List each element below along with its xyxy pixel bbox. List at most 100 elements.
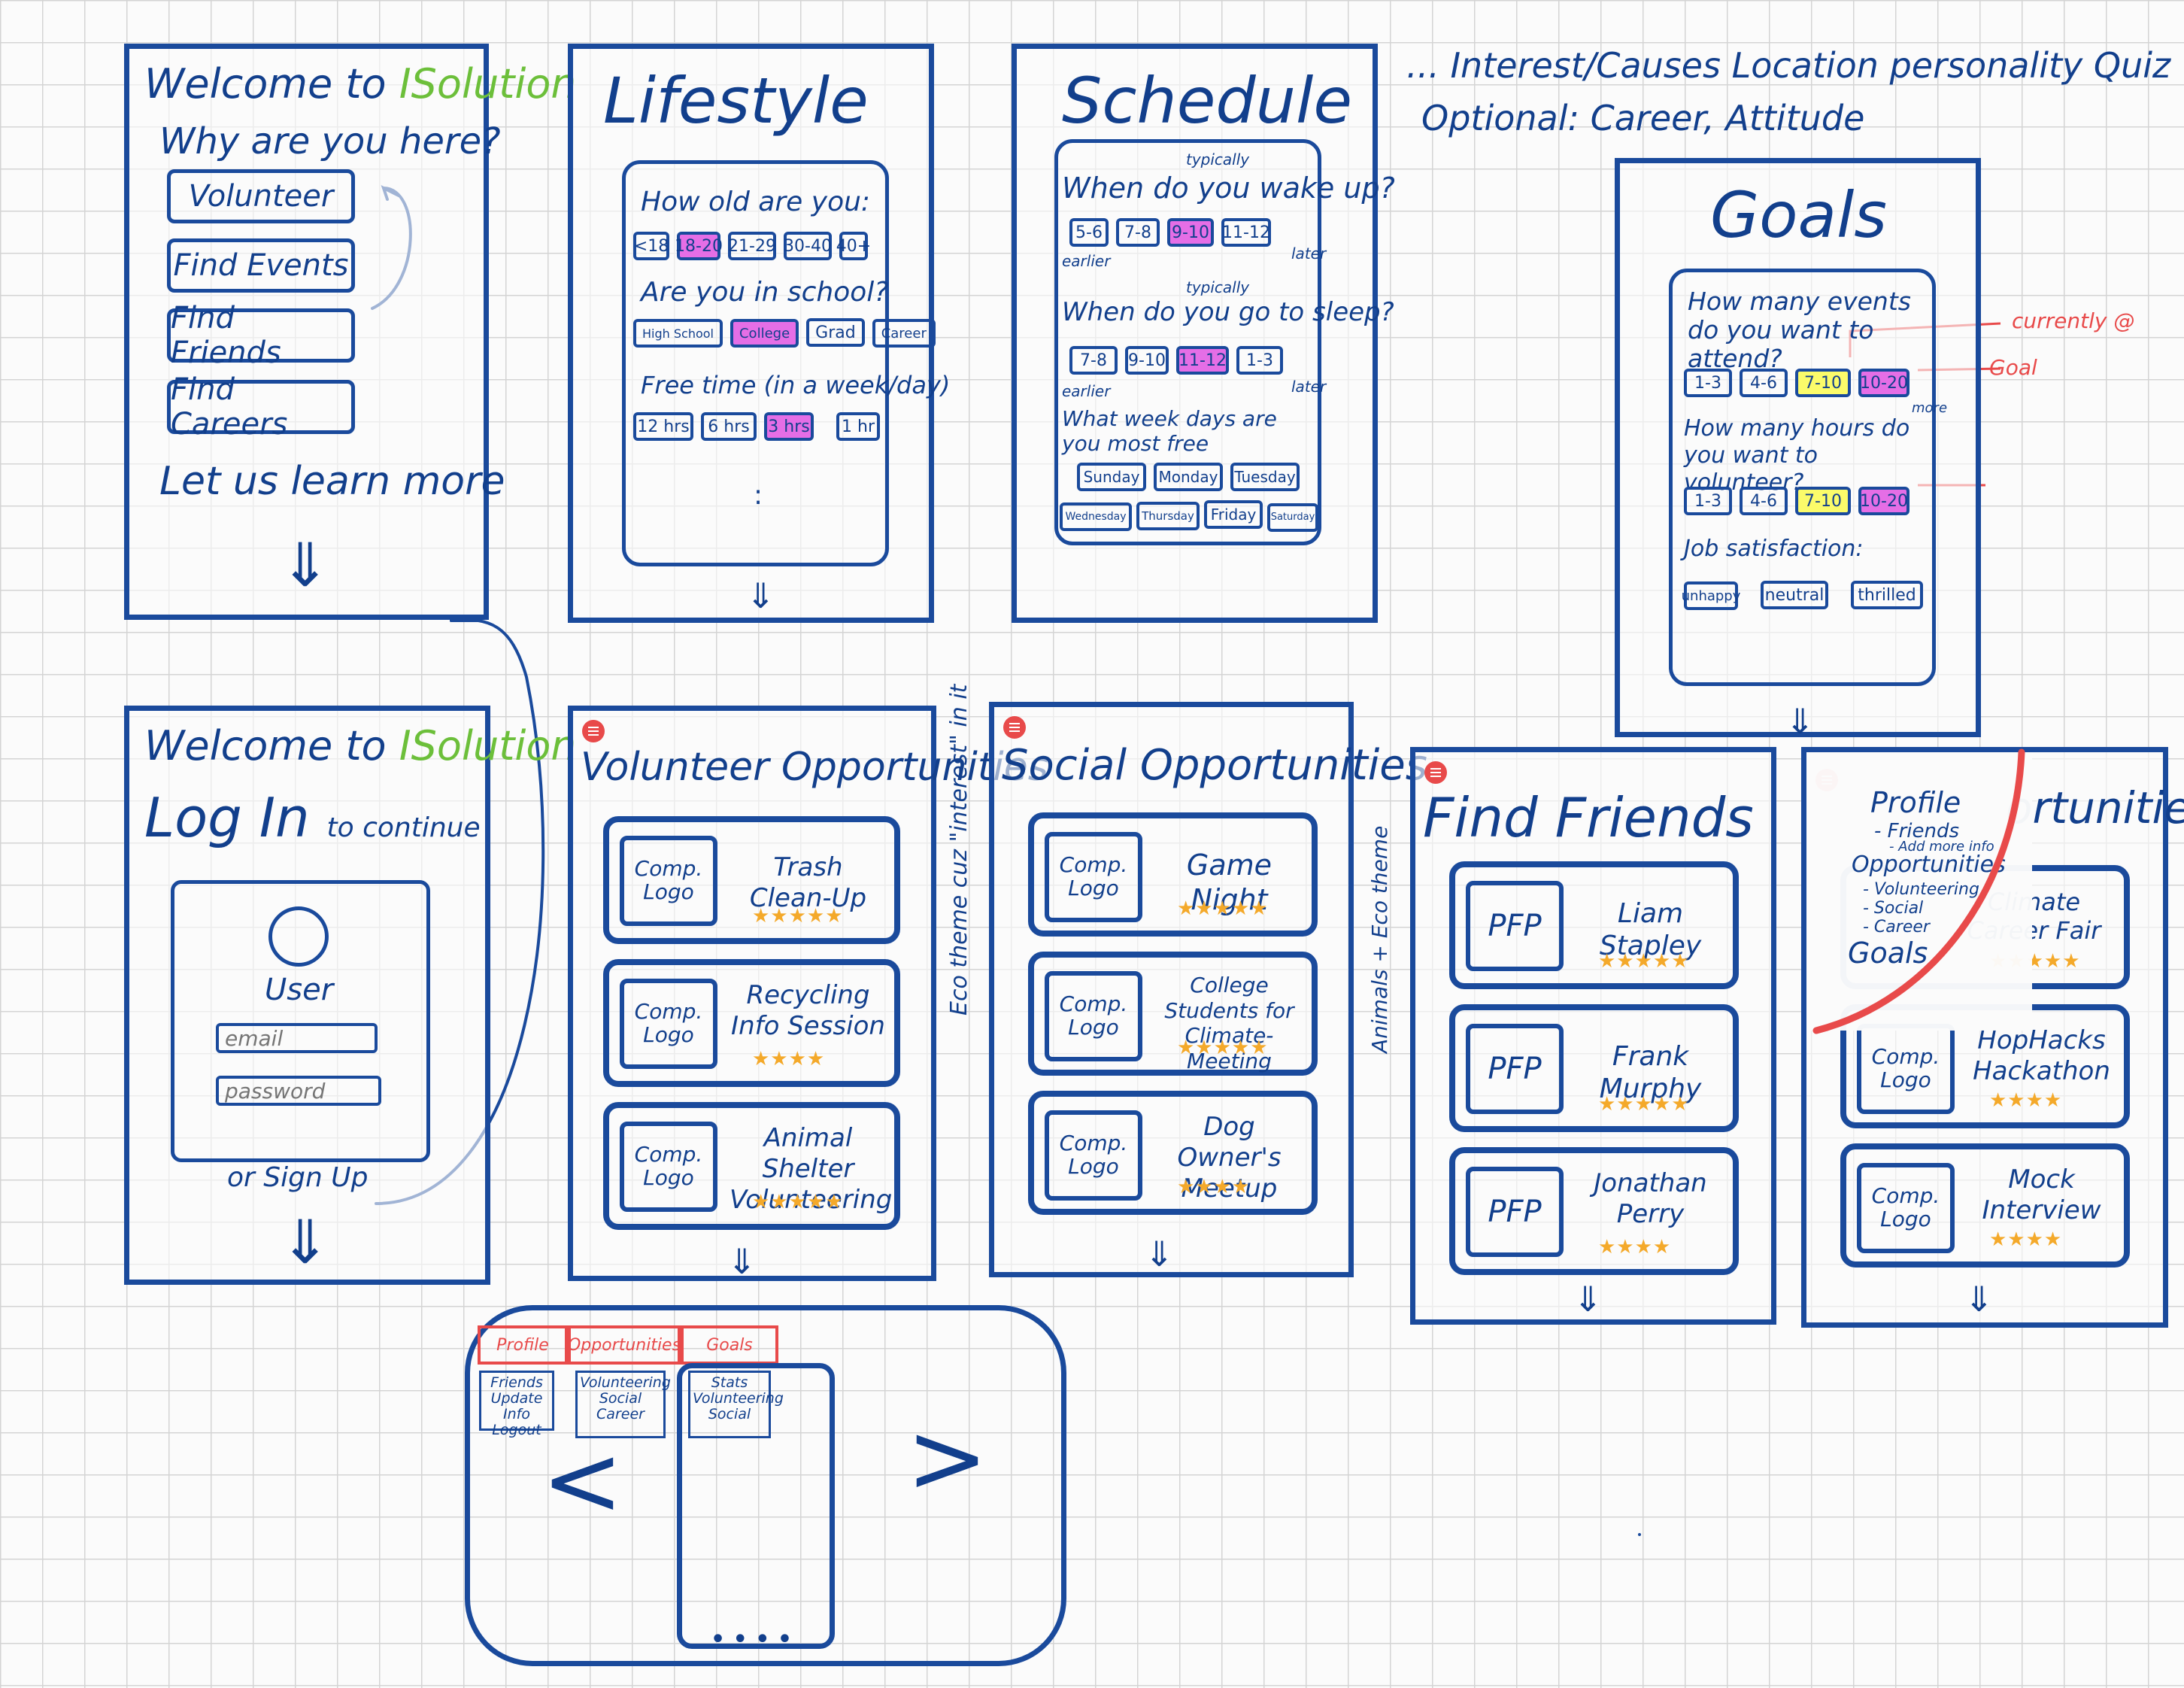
next-arrow-icon[interactable]: > [906,1401,988,1515]
day-option[interactable]: Monday [1154,463,1223,491]
find-friends-button[interactable]: Find Friends [167,301,355,370]
page-dots: • • • • [711,1626,793,1653]
rating-stars: ★★★★ [1989,1089,2063,1112]
opportunity-card[interactable]: Comp. Logo Animal Shelter Volunteering ★… [603,1102,900,1230]
age-option-selected[interactable]: 18-20 [675,232,723,260]
opportunity-name: Animal Shelter Volunteering [730,1123,893,1215]
wake-option[interactable]: 5-6 [1069,218,1109,247]
opportunity-card[interactable]: Comp. Logo College Students for Climate-… [1028,952,1318,1076]
satisfaction-option[interactable]: neutral [1761,581,1828,609]
login-welcome-heading: Welcome to ISolution [144,722,577,770]
freetime-option[interactable]: 1 hr [836,412,880,441]
events-option[interactable]: 4-6 [1740,369,1788,397]
find-careers-button[interactable]: Find Careers [167,372,355,442]
email-field[interactable] [216,1023,378,1053]
wake-option[interactable]: 7-8 [1116,218,1160,247]
menu-icon[interactable] [1003,716,1026,739]
company-logo: Comp. Logo [620,836,717,926]
friend-card[interactable]: PFP Jonathan Perry ★★★★ [1449,1147,1739,1275]
opportunity-card[interactable]: Comp. Logo Game Night ★★★★★ [1028,812,1318,937]
menu-icon[interactable] [582,720,605,742]
rating-stars: ★★★★★ [1177,897,1269,920]
age-option[interactable]: <18 [633,232,669,260]
scroll-down-icon[interactable]: ⇓ [1573,1279,1603,1319]
scroll-down-icon[interactable]: ⇓ [1964,1279,1994,1319]
freetime-option-selected[interactable]: 3 hrs [764,412,814,441]
age-option[interactable]: 30-40 [784,232,832,260]
menu-career[interactable]: - Career [1863,918,1930,937]
hours-option-goal[interactable]: 10-20 [1858,487,1909,515]
satisfaction-option[interactable]: thrilled [1851,581,1923,609]
sleep-option[interactable]: 9-10 [1125,346,1169,375]
rating-stars: ★★★★★ [752,1191,844,1213]
menu-opportunities[interactable]: Opportunities [1852,852,2006,878]
school-option-selected[interactable]: College [730,319,799,348]
sleep-option-selected[interactable]: 11-12 [1176,346,1229,375]
age-question: How old are you: [641,187,871,217]
day-option[interactable]: Saturday [1267,502,1318,532]
menu-icon[interactable] [1424,761,1447,784]
password-field[interactable] [216,1076,381,1106]
scroll-down-icon[interactable]: ⇓ [1145,1234,1174,1274]
opportunity-card[interactable]: Comp. Logo Dog Owner's Meetup ★★★★ [1028,1091,1318,1215]
day-option[interactable]: Thursday [1136,502,1200,530]
scroll-down-icon[interactable]: ⇓ [1785,701,1815,742]
events-option[interactable]: 1-3 [1684,369,1732,397]
friend-card[interactable]: PFP Liam Stapley ★★★★★ [1449,861,1739,989]
volunteer-button[interactable]: Volunteer [167,169,355,223]
day-option[interactable]: Tuesday [1230,463,1300,491]
menu-goals[interactable]: Goals [1848,937,1928,970]
scroll-down-icon[interactable]: ⇓ [280,530,331,600]
earlier-label: earlier [1062,382,1111,400]
wake-option[interactable]: 11-12 [1221,218,1271,247]
events-option-current[interactable]: 7-10 [1795,369,1851,397]
scroll-down-icon[interactable]: ⇓ [727,1241,757,1282]
freetime-option[interactable]: 6 hrs [701,412,757,441]
hours-option[interactable]: 1-3 [1684,487,1732,515]
scroll-down-icon[interactable]: ⇓ [280,1207,331,1277]
age-option[interactable]: 40+ [836,232,871,260]
opportunities-submenu[interactable]: Volunteering Social Career [575,1371,671,1438]
day-option[interactable]: Sunday [1077,463,1146,491]
school-option[interactable]: Grad [806,318,865,347]
volunteer-title: Volunteer Opportunities [581,745,1048,790]
screen-goals: Goals How many events do you want to att… [1615,158,1981,742]
profile-submenu[interactable]: Friends Update Info Logout [479,1371,554,1438]
goals-submenu[interactable]: Stats Volunteering Social [688,1371,784,1438]
find-events-button[interactable]: Find Events [167,238,355,293]
goal-annotation: Goal [1989,355,2037,380]
sleep-option[interactable]: 1-3 [1236,346,1283,375]
menu-profile[interactable]: Profile [1870,786,1961,819]
wake-option-selected[interactable]: 9-10 [1167,218,1214,247]
tab-goals[interactable]: Goals [681,1325,778,1365]
events-option-goal[interactable]: 10-20 [1858,369,1909,397]
tab-profile[interactable]: Profile [478,1325,568,1365]
freetime-option[interactable]: 12 hrs [633,412,693,441]
profile-picture: PFP [1466,1024,1564,1114]
opportunity-card[interactable]: Comp. Logo Mock Interview ★★★★ [1840,1143,2130,1268]
satisfaction-option[interactable]: unhappy [1682,581,1740,610]
scroll-down-icon[interactable]: ⇓ [746,575,775,616]
rating-stars: ★★★★★ [752,905,844,927]
opportunity-card[interactable]: Comp. Logo Recycling Info Session ★★★★ [603,959,900,1087]
hours-option[interactable]: 4-6 [1740,487,1788,515]
day-option[interactable]: Wednesday [1060,502,1132,531]
opportunity-card[interactable]: Comp. Logo Trash Clean-Up ★★★★★ [603,816,900,944]
school-option[interactable]: Career [872,319,936,348]
school-option[interactable]: High School [633,319,723,348]
sleep-option[interactable]: 7-8 [1069,346,1118,375]
earlier-label: earlier [1062,252,1111,270]
previous-arrow-icon[interactable]: < [541,1423,623,1538]
tab-opportunities[interactable]: Opportunities [568,1325,681,1365]
friend-card[interactable]: PFP Frank Murphy ★★★★★ [1449,1004,1739,1132]
signup-link[interactable]: or Sign Up [227,1162,369,1193]
hours-option-current[interactable]: 7-10 [1795,487,1851,515]
menu-volunteering[interactable]: - Volunteering [1863,880,1979,899]
rating-stars: ★★★★★ [1598,950,1690,973]
menu-social[interactable]: - Social [1863,899,1924,918]
day-option[interactable]: Friday [1204,500,1263,529]
age-option[interactable]: 21-29 [728,232,776,260]
